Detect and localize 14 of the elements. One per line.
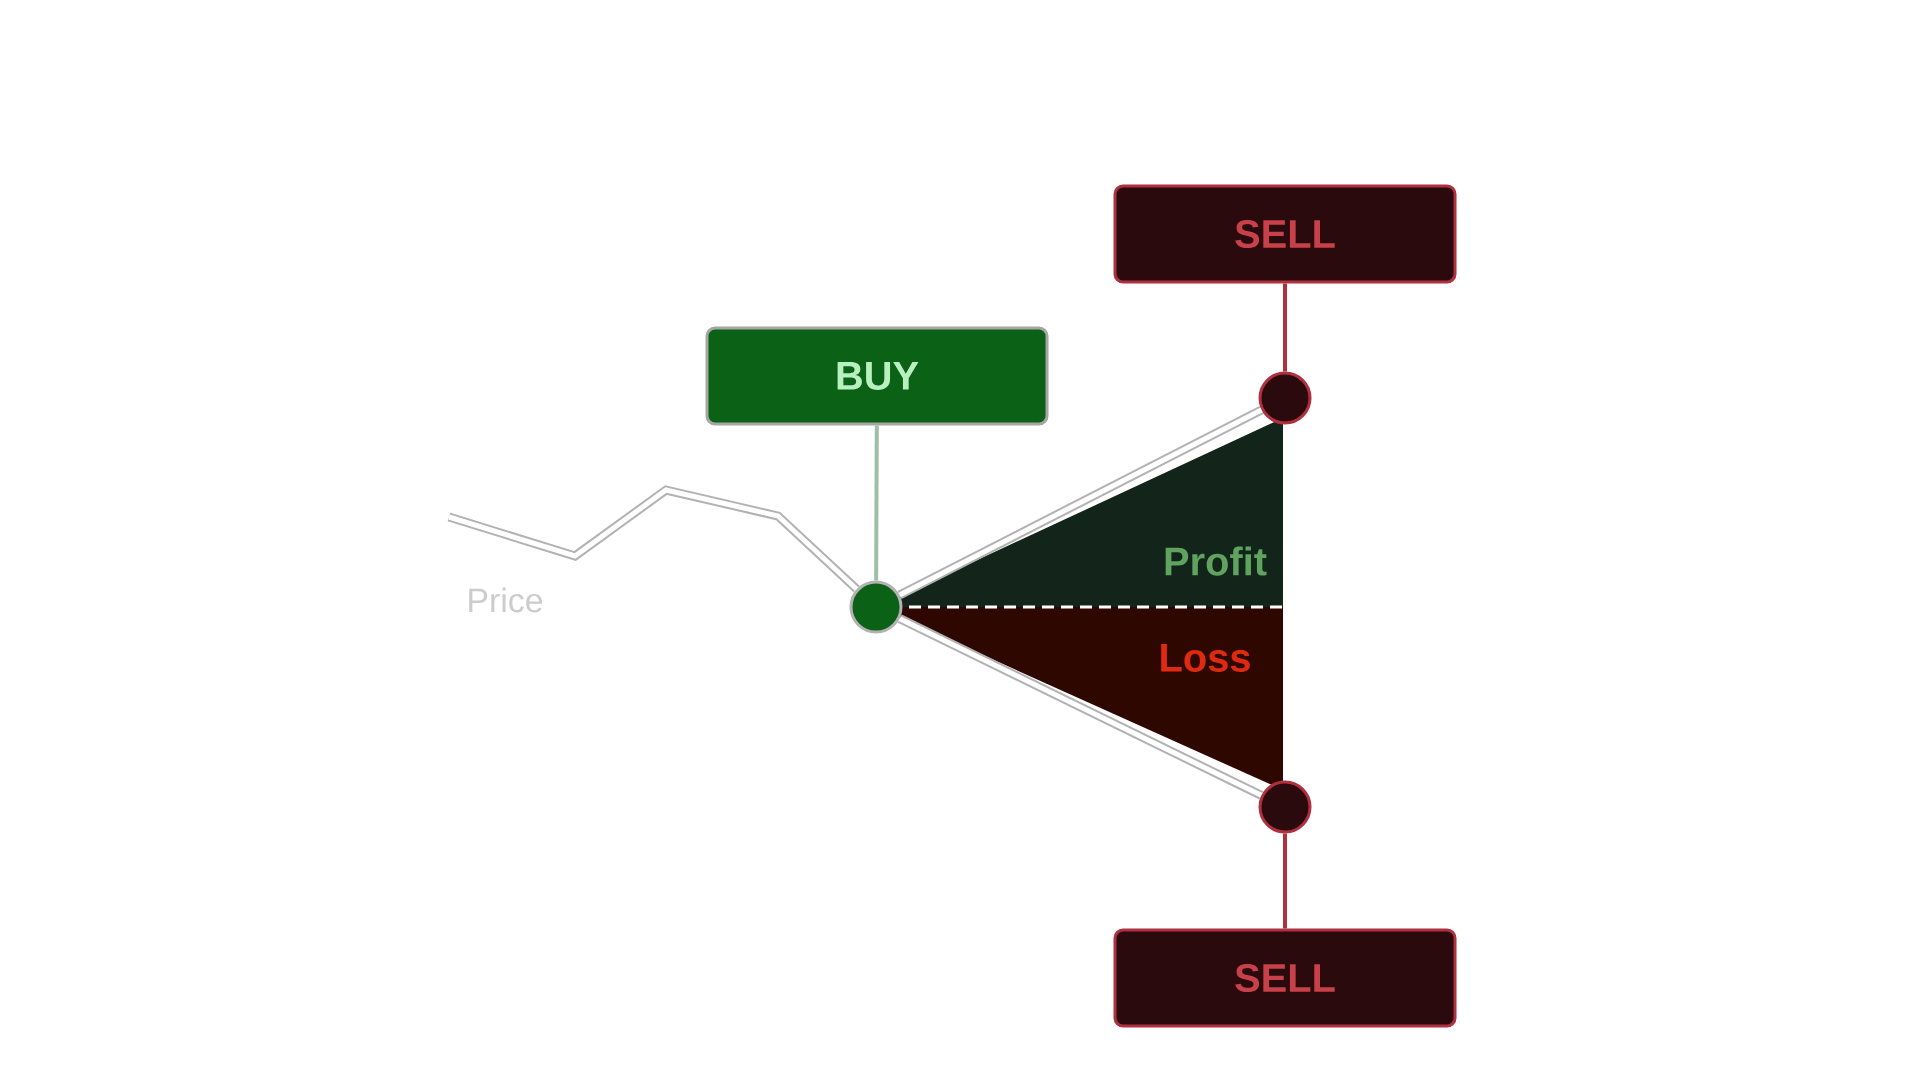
- marker-dot: [1258, 780, 1312, 834]
- action-button: SELL: [1113, 928, 1457, 1028]
- action-button: SELL: [1113, 184, 1457, 284]
- connector-line: [1283, 283, 1287, 372]
- price-line: [447, 485, 860, 593]
- loss-zone: Loss: [876, 607, 1283, 790]
- connector-line: [874, 425, 879, 581]
- action-button: BUY: [705, 326, 1049, 426]
- profit-zone: Profit: [876, 418, 1283, 607]
- marker-dot: [849, 580, 903, 634]
- connector-line: [897, 406, 1264, 599]
- connector-line: [1283, 833, 1287, 929]
- connector-line: [897, 614, 1264, 800]
- marker-dot: [1258, 371, 1312, 425]
